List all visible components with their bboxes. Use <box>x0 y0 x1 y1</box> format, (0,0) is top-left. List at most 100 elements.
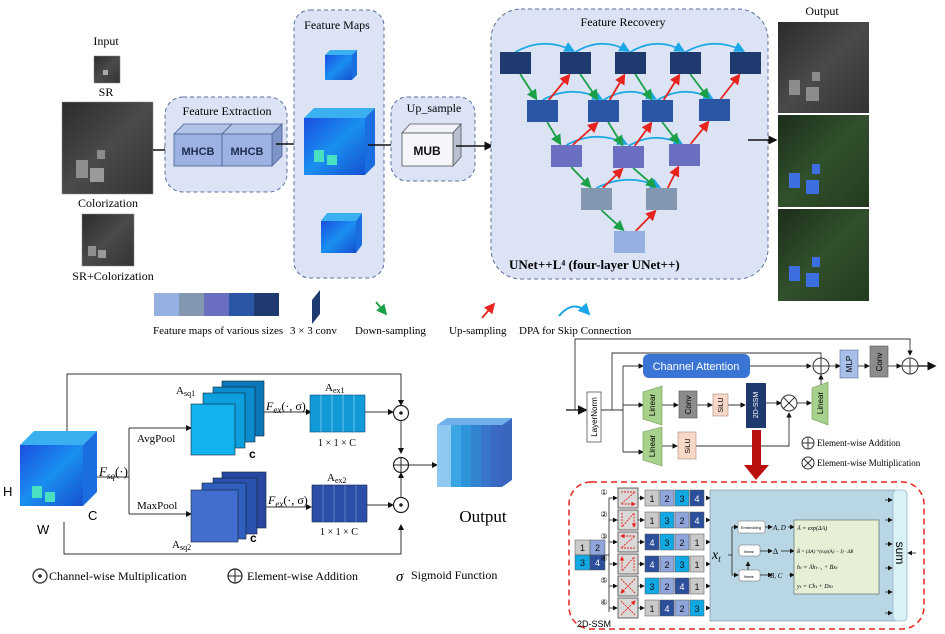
sequence-token-label: 1 <box>649 494 654 504</box>
sequence-token-label: 3 <box>694 604 699 614</box>
sequence-token-label: 3 <box>664 538 669 548</box>
output-title: Output <box>805 4 839 18</box>
unet-graph <box>500 41 761 253</box>
unet-node <box>642 100 673 122</box>
sequence-token <box>644 489 660 507</box>
down-sampling-arrow <box>607 121 624 147</box>
down-sampling-arrow <box>519 73 538 101</box>
channel-mult-op-2 <box>392 496 410 514</box>
layernorm-block: LayerNorm <box>586 391 602 443</box>
fsq-label: Fsq(·) <box>98 464 128 481</box>
sequence-token-label: 3 <box>664 516 669 526</box>
feature-map-cube-large <box>304 108 375 175</box>
sequence-token-label: 3 <box>679 560 684 570</box>
sequence-token <box>644 599 660 617</box>
unet-node <box>646 188 677 210</box>
aex1-dim: 1 × 1 × C <box>318 438 356 449</box>
block-legend-mult: Element-wise Multiplication <box>817 458 921 468</box>
sequence-token <box>689 599 705 617</box>
mhcb-block-1: MHCB <box>173 123 233 167</box>
svg-text:Fex(·, σ): Fex(·, σ) <box>265 399 306 415</box>
scan-pattern-icon <box>617 531 639 553</box>
equations-box: Ā = exp(ΔA) B̄ = (ΔA)⁻¹(exp(A) − I) · ΔB… <box>793 519 880 595</box>
down-sampling-arrow <box>634 73 653 101</box>
unet-node <box>560 52 591 74</box>
scan-number: ⑤ <box>600 576 607 585</box>
unet-node <box>551 145 582 167</box>
feature-extraction-panel: Feature Extraction MHCB MHCB <box>164 96 304 193</box>
channel-mult-icon <box>32 568 48 584</box>
svg-text:Fsq(·): Fsq(·) <box>98 464 128 481</box>
sequence-token-label: 3 <box>649 582 654 592</box>
aex1-vector: Aex1 1 × 1 × C <box>309 382 366 449</box>
legend-dpa-label: DPA for Skip Connection <box>519 325 632 337</box>
svg-text:Channel Attention: Channel Attention <box>653 361 740 373</box>
up-sampling-arrow <box>602 167 624 189</box>
skip-connection-arrow <box>575 41 631 53</box>
skip-connection-arrow <box>630 41 686 53</box>
svg-text:linear: linear <box>744 574 754 579</box>
sequence-token-label: 4 <box>649 538 654 548</box>
sequence-token-label: 2 <box>664 494 669 504</box>
input-label-sr-colorization: SR+Colorization <box>72 269 153 283</box>
svg-text:MHCB: MHCB <box>182 146 215 158</box>
up-sampling-arrow <box>666 165 680 189</box>
scan-pattern-icon <box>617 553 639 575</box>
element-mult-op <box>780 394 798 412</box>
asq2-label: Asq2 <box>172 539 191 552</box>
down-sampling-arrow <box>689 73 710 100</box>
linear-bc-block: linear <box>738 569 761 582</box>
scan-number: ① <box>600 488 607 497</box>
svg-text:linear: linear <box>744 549 754 554</box>
fex-label-1: Fex(·, σ) <box>265 399 306 415</box>
grid-token-label: 2 <box>595 543 600 553</box>
sequence-token-label: 2 <box>679 604 684 614</box>
feature-recovery-title: Feature Recovery <box>581 15 666 29</box>
sequence-token-label: 4 <box>664 604 669 614</box>
svg-text:Linear: Linear <box>648 394 657 417</box>
ca-output-label: Output <box>459 507 507 526</box>
block-legend-add: Element-wise Addition <box>817 438 901 448</box>
scan-pattern-icon <box>617 487 639 509</box>
element-add-op-1 <box>812 357 830 375</box>
down-sampling-arrow <box>570 166 592 189</box>
sequence-token-label: 4 <box>694 494 699 504</box>
channel-attention-block: Channel Attention <box>643 354 750 378</box>
input-image-sr <box>93 55 121 84</box>
unet-node <box>614 231 645 253</box>
input-image-colorization <box>61 101 154 195</box>
sequence-token <box>674 533 690 551</box>
svg-text:Ā = exp(ΔA): Ā = exp(ΔA) <box>796 525 827 532</box>
sequence-token-label: 2 <box>664 582 669 592</box>
sequence-token-label: 4 <box>649 560 654 570</box>
unet-node <box>588 100 619 122</box>
sequence-token-label: 4 <box>694 516 699 526</box>
asq2-stack: c Asq2 <box>172 471 267 552</box>
ssm-core-panel: xt Embedding linear linear A, D Δ B, C Ā… <box>709 489 896 622</box>
linear-block-3: Linear <box>811 381 829 426</box>
c-label-1: c <box>249 447 256 461</box>
ad-label: A, D <box>772 524 786 532</box>
legend-add-icon <box>801 436 815 450</box>
element-add-icon <box>227 568 243 584</box>
aex1-label: Aex1 <box>325 382 345 395</box>
output-image-color-1 <box>778 115 869 207</box>
skip-connection-arrow <box>515 42 576 53</box>
feature-maps-title: Feature Maps <box>304 18 370 32</box>
asq1-stack: c Asq1 <box>176 380 265 461</box>
feature-map-cube-small <box>325 50 357 80</box>
up-sampling-arrow <box>635 209 657 232</box>
up-sampling-arrow <box>548 73 571 101</box>
feature-map-cube-medium <box>321 213 362 253</box>
sequence-token <box>659 533 675 551</box>
feature-recovery-panel: Feature Recovery UNet++L⁴ (four-layer UN… <box>490 8 778 280</box>
mhcb-block-2: MHCB <box>221 123 283 167</box>
scan-number: ② <box>600 510 607 519</box>
